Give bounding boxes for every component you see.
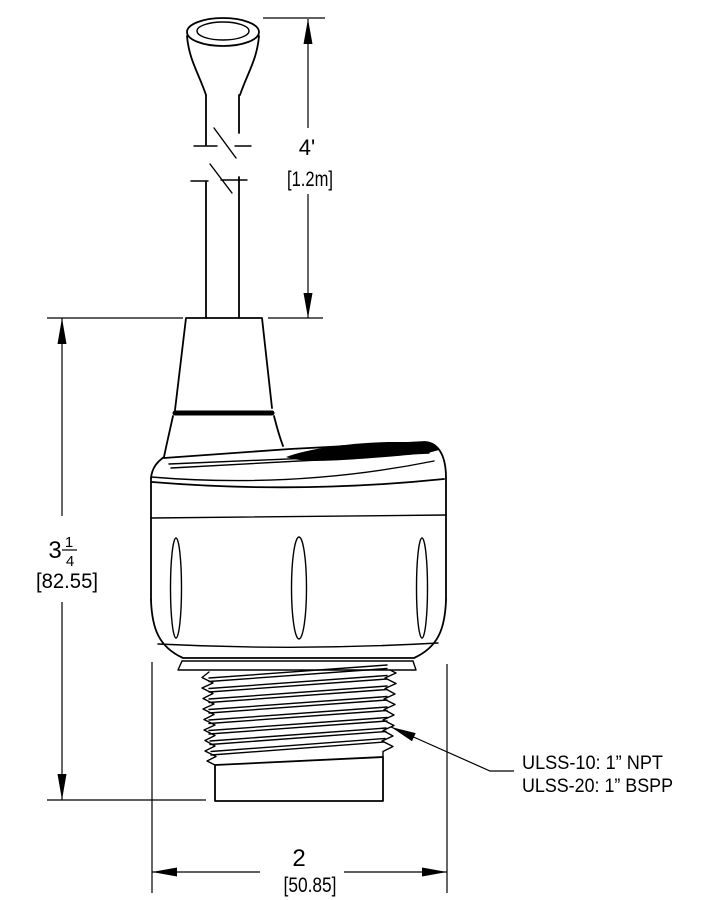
top-label-crescent <box>286 442 439 461</box>
leader-line <box>390 726 514 772</box>
ext-lines-width <box>151 662 448 893</box>
cable-upper-segment <box>205 94 240 146</box>
arrowhead-leader-icon <box>391 727 416 742</box>
grip-slot-right <box>415 537 429 639</box>
height-whole-label: 3 <box>48 537 61 564</box>
thread-note-line2: ULSS-20: 1” BSPP <box>522 776 673 797</box>
mounting-flange <box>177 660 417 671</box>
boot-lower-cone <box>150 415 284 479</box>
height-fraction-numerator: 1 <box>65 534 73 551</box>
connector-rim-outer <box>186 17 260 47</box>
shoulder-arc-lower <box>151 478 445 489</box>
body-lower-band-line <box>157 642 439 648</box>
cable-length-metric-label: [1.2m] <box>287 168 333 191</box>
arrowhead-up-icon <box>303 19 313 44</box>
thread-type-leader: ULSS-10: 1” NPT ULSS-20: 1” BSPP <box>390 726 673 797</box>
cable-lower-segment <box>205 176 240 319</box>
body-bottom-curves <box>150 599 447 659</box>
cable-break-upper <box>193 127 252 159</box>
thread-crest-lines <box>208 664 388 756</box>
cable-break-lower <box>190 163 248 194</box>
grip-slots <box>169 536 429 640</box>
sensor-body <box>150 441 447 659</box>
connector-rim-inner <box>196 21 250 41</box>
width-imperial-label: 2 <box>292 845 305 872</box>
break-symbol-icon <box>193 127 252 159</box>
thread-right-edge <box>381 669 397 758</box>
shoulder-arc-upper <box>150 460 435 482</box>
height-fraction-denominator: 4 <box>66 553 74 570</box>
cable-length-imperial-label: 4' <box>299 135 315 160</box>
dim-body-height: 3 1 4 [82.55] <box>36 317 323 801</box>
transducer-face <box>214 756 384 802</box>
dim-cable-length: 4' [1.2m] <box>263 17 333 318</box>
body-side-edges <box>150 477 447 601</box>
thread-note-line1: ULSS-10: 1” NPT <box>522 753 663 774</box>
grip-slot-center <box>290 536 308 640</box>
dim-body-width: 2 [50.85] <box>151 662 448 897</box>
bottom-cylinder-outline <box>214 756 384 802</box>
connector-bell-right <box>239 35 260 96</box>
cable-end-connector <box>186 17 260 96</box>
arrowhead-down-icon <box>57 774 67 800</box>
body-band-line <box>150 514 447 519</box>
arrowhead-right-icon <box>422 867 447 877</box>
width-metric-label: [50.85] <box>284 874 337 897</box>
arrowhead-down-icon <box>303 293 313 318</box>
height-metric-label: [82.55] <box>36 570 98 593</box>
cable <box>190 94 252 319</box>
arrowhead-up-icon <box>57 318 67 344</box>
break-symbol-icon <box>190 163 248 194</box>
arrowhead-left-icon <box>152 867 177 877</box>
thread-left-edge <box>201 671 217 766</box>
grip-slot-left <box>169 537 183 639</box>
boot-upper-cone <box>174 317 273 411</box>
connector-bell-left <box>186 35 207 96</box>
flange-outline <box>177 660 417 671</box>
thread-section <box>201 664 397 766</box>
strain-relief-boot <box>150 317 284 479</box>
